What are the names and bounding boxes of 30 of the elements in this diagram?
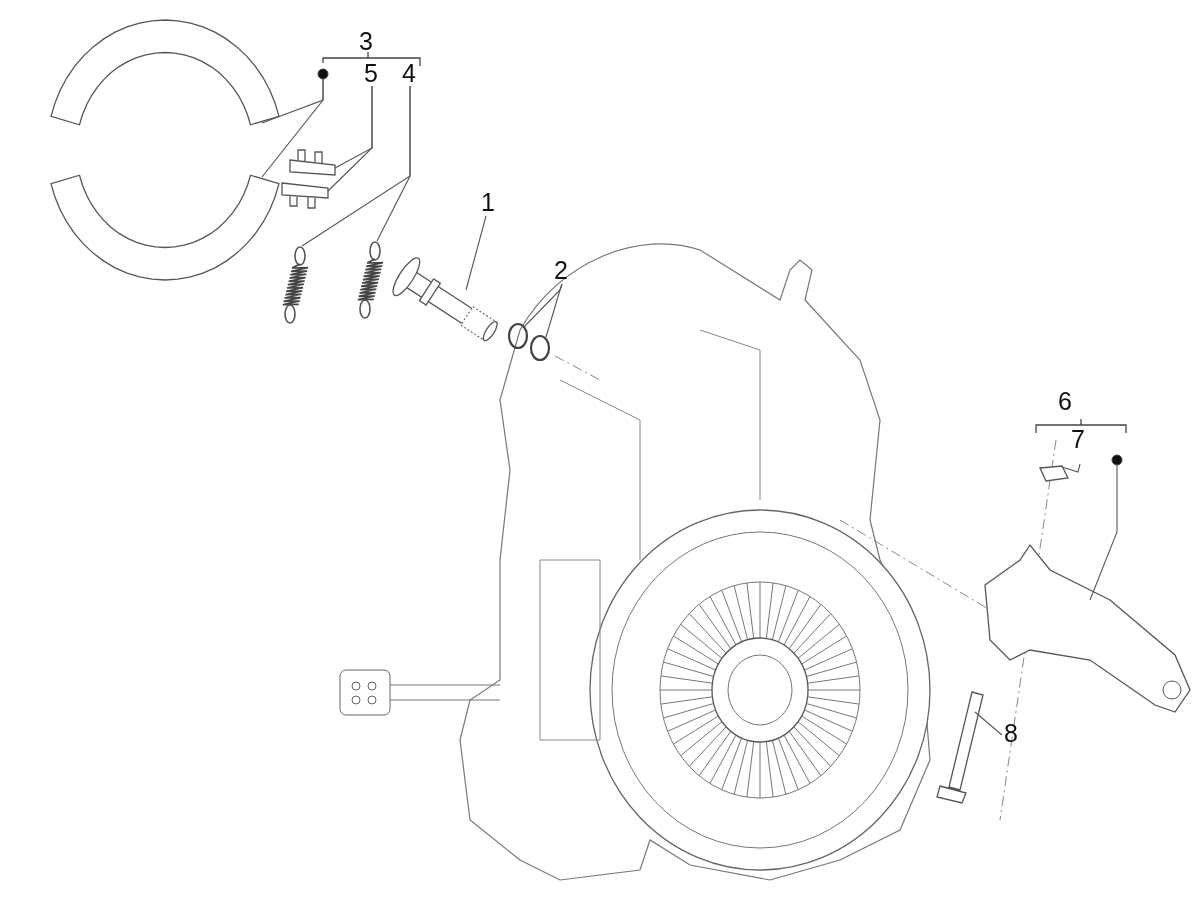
clip-drawing: [289, 149, 336, 176]
callout-number: 3: [359, 29, 373, 54]
snap-ring-icon: [529, 334, 551, 362]
brake-shoe-drawing: [50, 19, 280, 126]
callout-number: 6: [1058, 389, 1072, 414]
callout-number: 1: [481, 190, 495, 215]
bullet-dot: [317, 68, 329, 80]
clip-drawing: [281, 182, 329, 209]
leader-line: [465, 215, 487, 291]
bullet-dot: [1111, 454, 1123, 466]
callout-number: 2: [554, 258, 568, 283]
lever-drawing: [984, 543, 1191, 713]
leader-line: [545, 283, 563, 338]
callout-number: 5: [364, 61, 378, 86]
spring-drawing: [357, 241, 384, 319]
leader-line: [327, 85, 373, 192]
callout-number: 7: [1071, 427, 1085, 452]
snap-ring-icon: [507, 322, 529, 350]
leader-line: [261, 78, 324, 178]
callout-number: 8: [1004, 721, 1018, 746]
leader-line: [974, 711, 1003, 736]
shaft-drawing: [392, 257, 498, 342]
leader-line: [1089, 464, 1118, 601]
spring-drawing: [282, 246, 309, 324]
pad-drawing: [1039, 465, 1069, 482]
leader-line: [376, 85, 411, 242]
brake-shoe-drawing: [50, 174, 280, 281]
bolt-drawing: [936, 691, 984, 804]
leader-line: [1061, 463, 1081, 473]
callout-number: 4: [402, 61, 416, 86]
